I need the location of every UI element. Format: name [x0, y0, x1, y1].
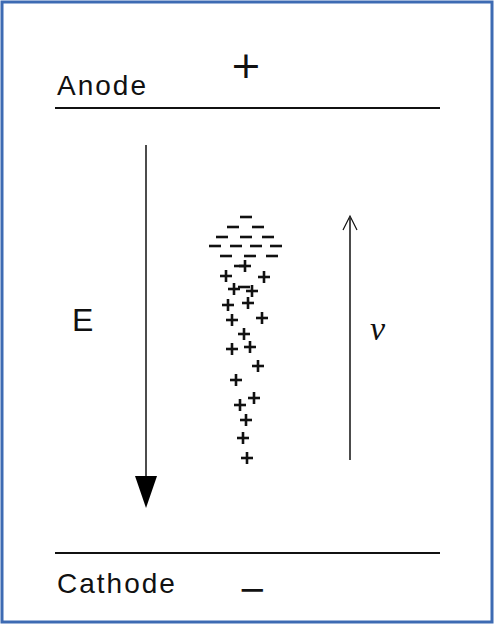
velocity-arrow	[349, 218, 351, 460]
electrode-name: Cathode	[57, 570, 177, 598]
field-symbol: E	[72, 304, 93, 336]
electrode-name: Anode	[57, 72, 148, 100]
polarity-sign: +	[230, 46, 262, 84]
charge-cloud	[209, 217, 282, 464]
cathode-plate	[55, 552, 440, 554]
velocity-symbol: v	[370, 312, 385, 346]
field-arrowhead	[135, 476, 157, 508]
anode-plate	[55, 107, 440, 109]
velocity-arrowhead	[343, 216, 357, 230]
polarity-sign: −	[238, 572, 267, 606]
field-arrow	[145, 145, 147, 478]
